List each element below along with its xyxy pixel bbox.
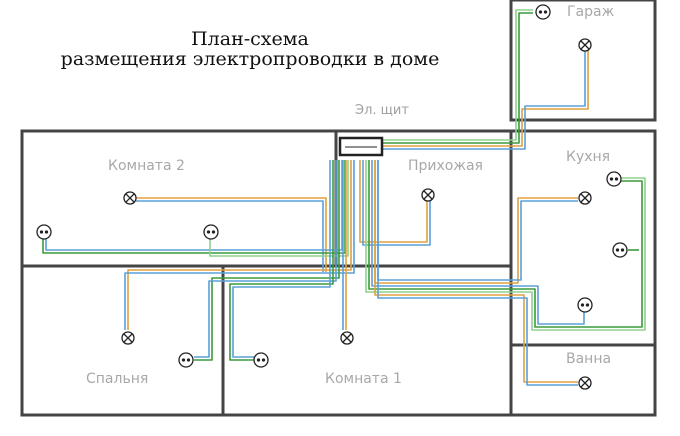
wire-kitchen-sockets bbox=[365, 160, 646, 331]
lamp-icon bbox=[421, 188, 435, 202]
socket-icon bbox=[535, 4, 551, 20]
room-label-room2: Комната 2 bbox=[108, 158, 185, 174]
socket-icon bbox=[612, 242, 628, 258]
room-label-room1: Комната 1 bbox=[325, 371, 402, 387]
house-outline bbox=[20, 129, 657, 417]
socket-icon bbox=[178, 352, 194, 368]
garage-walls bbox=[509, 0, 657, 122]
socket-icon bbox=[606, 171, 622, 187]
wire-kitchen-lamp-2 bbox=[377, 160, 578, 281]
wire-garage-lamp-2 bbox=[370, 50, 586, 150]
plan-title-line2: размещения электропроводки в доме bbox=[60, 48, 440, 70]
wire-room2-sockets-2 bbox=[45, 160, 343, 251]
wire-bedroom-lamp bbox=[127, 160, 352, 330]
wire-hall-lamp-2 bbox=[362, 160, 431, 246]
room-label-garage: Гараж bbox=[567, 4, 615, 20]
wire-kitchen-socket-low bbox=[371, 160, 585, 325]
plan-title-line1: План-схема bbox=[191, 28, 309, 50]
socket-icon bbox=[577, 297, 593, 313]
wire-room2-sockets bbox=[42, 160, 346, 254]
wire-bath-lamp bbox=[374, 160, 578, 383]
walls bbox=[20, 0, 657, 417]
wire-kitchen-sockets-2 bbox=[368, 160, 643, 328]
wire-hall-lamp bbox=[359, 160, 428, 243]
wire-room1-socket-2 bbox=[232, 160, 331, 358]
sockets bbox=[36, 4, 628, 368]
lamps bbox=[121, 38, 592, 390]
lamp-icon bbox=[123, 191, 137, 205]
socket-icon bbox=[203, 224, 219, 240]
socket-icon bbox=[36, 224, 52, 240]
wire-garage-lamp bbox=[370, 50, 589, 147]
wire-room2-lamp-2 bbox=[136, 200, 324, 272]
lamp-icon bbox=[578, 376, 592, 390]
room-label-kitchen: Кухня bbox=[566, 149, 611, 165]
lamp-icon bbox=[121, 331, 135, 345]
lamp-icon bbox=[578, 191, 592, 205]
room-label-hallway: Прихожая bbox=[408, 158, 483, 174]
wire-room2-lamp bbox=[136, 197, 327, 272]
socket-icon bbox=[253, 352, 269, 368]
wire-garage-socket bbox=[370, 12, 533, 144]
lamp-icon bbox=[578, 38, 592, 52]
room-label-bath: Ванна bbox=[566, 351, 612, 367]
wires bbox=[42, 9, 646, 386]
wire-bedroom-socket bbox=[194, 160, 340, 361]
wire-room2-sockets-3 bbox=[209, 160, 349, 257]
panel-icon bbox=[338, 136, 384, 157]
wire-bath-lamp-2 bbox=[377, 160, 578, 386]
wire-bedroom-lamp-2 bbox=[124, 160, 355, 330]
wire-garage-socket-2 bbox=[370, 9, 533, 141]
wire-bedroom-socket-2 bbox=[194, 160, 337, 358]
wire-room1-socket bbox=[229, 160, 334, 361]
panel-label: Эл. щит bbox=[355, 103, 409, 118]
lamp-icon bbox=[340, 331, 354, 345]
room-label-bedroom: Спальня bbox=[86, 371, 149, 387]
